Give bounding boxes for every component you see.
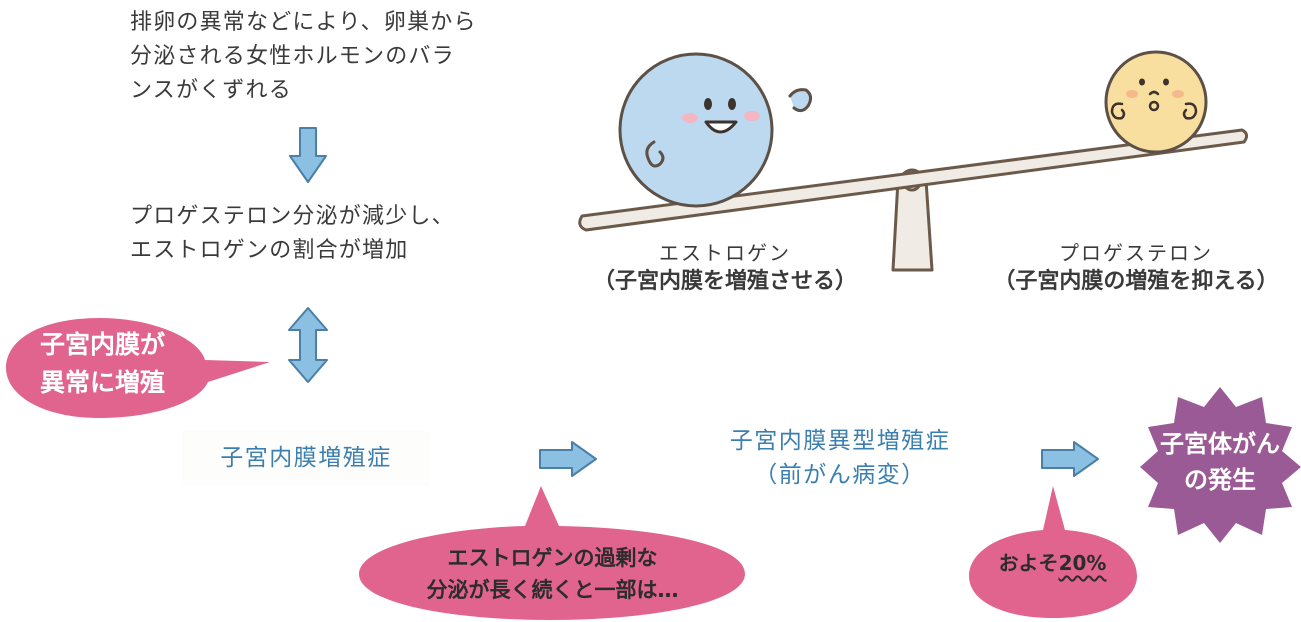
cancer-starburst bbox=[1140, 387, 1301, 543]
rate-bubble-text: およそ20% bbox=[975, 546, 1130, 580]
down-arrow-icon bbox=[289, 127, 327, 183]
rate-value: 20% bbox=[1058, 551, 1107, 575]
hyperplasia-box bbox=[184, 432, 428, 484]
step1-text: 排卵の異常などにより、卵巣から 分泌される女性ホルモンのバラ ンスがくずれる bbox=[130, 10, 477, 103]
progesterone-name: プロゲステロン bbox=[1059, 241, 1213, 265]
right-arrow-icon bbox=[539, 441, 597, 477]
progesterone-character bbox=[1104, 50, 1208, 154]
seesaw-plank bbox=[578, 128, 1249, 232]
abnormal-speech-bubble bbox=[6, 318, 270, 418]
estrogen-desc: （子宮内膜を増殖させる） bbox=[592, 269, 857, 294]
estrogen-character bbox=[618, 52, 813, 208]
progesterone-desc: （子宮内膜の増殖を抑える） bbox=[993, 269, 1279, 294]
hyperplasia-label: 子宮内膜増殖症 bbox=[220, 445, 392, 471]
step2-text: プロゲステロン分泌が減少し、 エストロゲンの割合が増加 bbox=[130, 204, 455, 263]
right-arrow-icon bbox=[1041, 441, 1099, 477]
double-arrow-icon bbox=[288, 307, 328, 383]
abnormal-bubble-text: 子宮内膜が 異常に増殖 bbox=[39, 330, 165, 397]
rate-prefix: およそ bbox=[998, 551, 1059, 575]
excess-speech-bubble bbox=[359, 486, 745, 620]
seesaw-illustration bbox=[578, 50, 1249, 272]
cancer-text: 子宮体がん の発生 bbox=[1160, 430, 1280, 494]
atypical-label: 子宮内膜異型増殖症 （前がん病変） bbox=[729, 428, 951, 488]
excess-bubble-text: エストロゲンの過剰な 分泌が長く続くと一部は… bbox=[426, 546, 679, 602]
estrogen-name: エストロゲン bbox=[659, 241, 791, 265]
rate-speech-bubble bbox=[969, 486, 1137, 618]
